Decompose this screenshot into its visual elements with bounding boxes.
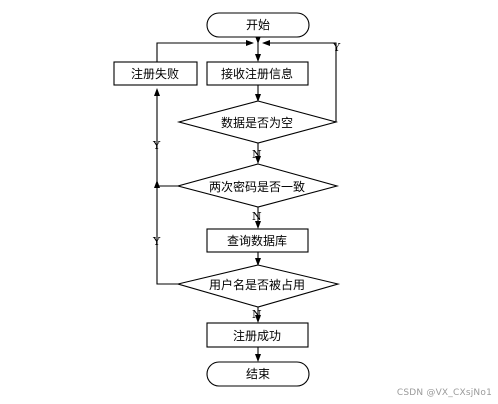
node-empty-check-label: 数据是否为空	[221, 115, 293, 130]
node-success: 注册成功	[206, 322, 309, 348]
label-empty-yes: Y	[332, 41, 341, 54]
node-query-label: 查询数据库	[227, 233, 287, 248]
arrowhead-right-into-merge	[246, 40, 254, 46]
arrowhead-success	[255, 315, 261, 323]
watermark: CSDN @VX_CXsjNo1	[396, 388, 492, 398]
node-end: 结束	[206, 361, 310, 387]
node-fail-label: 注册失败	[131, 66, 179, 81]
label-empty-no: N	[252, 148, 262, 161]
node-start: 开始	[206, 12, 310, 38]
label-pwd-no: N	[252, 210, 262, 223]
node-receive-label: 接收注册信息	[221, 66, 293, 81]
arrowhead-user	[255, 258, 261, 266]
node-user-check-label: 用户名是否被占用	[209, 277, 305, 292]
node-receive: 接收注册信息	[206, 61, 309, 86]
arrowhead-pwd	[255, 156, 261, 164]
arrowhead-left-rail-mid	[154, 180, 160, 188]
node-query: 查询数据库	[206, 228, 309, 253]
arrowhead-empty	[255, 94, 261, 102]
node-user-check: 用户名是否被占用	[175, 264, 341, 308]
edge-user-yes	[156, 186, 178, 285]
arrowhead-query	[255, 221, 261, 229]
node-pwd-check-label: 两次密码是否一致	[209, 179, 305, 194]
arrowhead-left-into-merge	[262, 40, 270, 46]
arrowhead-fail	[154, 88, 160, 96]
edge-labels: Y N Y N Y N	[152, 41, 341, 321]
label-pwd-yes: Y	[152, 139, 161, 152]
node-end-label: 结束	[246, 367, 270, 381]
arrowheads	[154, 36, 270, 362]
arrowhead-receive	[255, 54, 261, 62]
node-pwd-check: 两次密码是否一致	[175, 163, 340, 208]
connectors	[156, 37, 337, 358]
node-fail: 注册失败	[113, 61, 198, 86]
node-start-label: 开始	[246, 18, 270, 32]
edge-empty-yes-loop	[263, 42, 337, 122]
node-success-label: 注册成功	[233, 328, 281, 343]
arrowhead-top-merge	[255, 36, 261, 44]
arrowhead-end	[255, 354, 261, 362]
node-empty-check: 数据是否为空	[176, 100, 339, 144]
edge-fail-to-top	[156, 42, 253, 62]
label-user-yes: Y	[152, 235, 161, 248]
label-user-no: N	[252, 308, 262, 321]
